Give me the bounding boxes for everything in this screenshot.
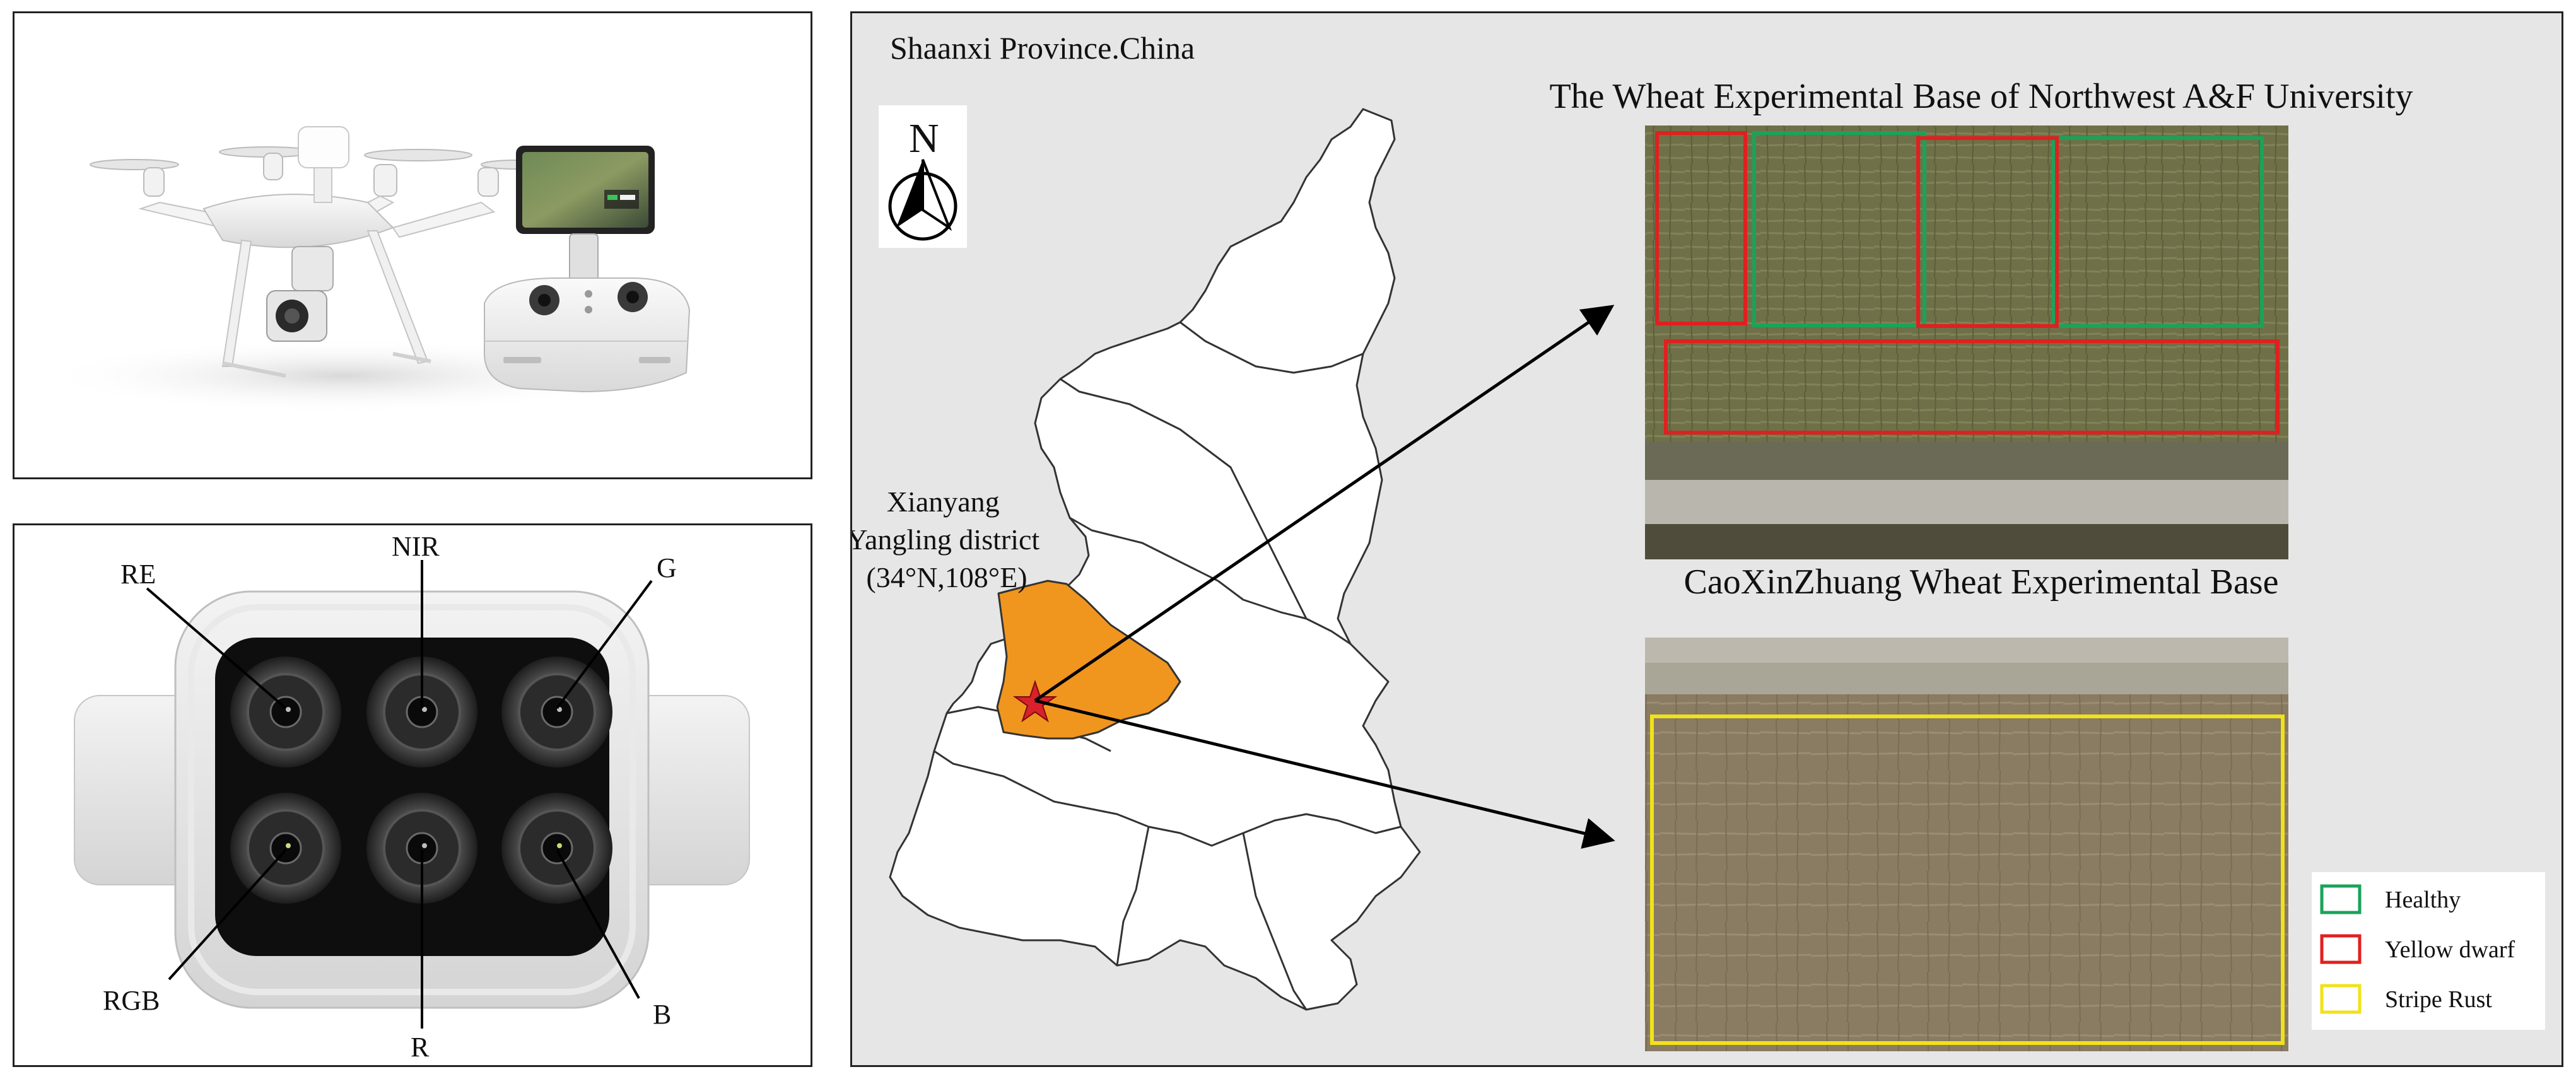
label-b: B <box>653 999 671 1030</box>
site1-title: The Wheat Experimental Base of Northwest… <box>1549 77 2413 116</box>
drone-illustration <box>40 126 691 414</box>
drone <box>90 126 551 378</box>
label-nir: NIR <box>392 531 440 562</box>
site1-aerial-image <box>1645 125 2288 559</box>
arrow-to-site1 <box>1034 305 1615 703</box>
drone-body <box>202 194 394 248</box>
map-panel: Shaanxi Province.China N <box>850 11 2563 1067</box>
remote-controller <box>484 146 691 393</box>
lens-b-icon <box>501 793 612 904</box>
label-re: RE <box>120 559 156 590</box>
plot-stripe-rust <box>1650 714 2285 1045</box>
legend-label-healthy: Healthy <box>2385 887 2461 913</box>
north-arrow-icon: N <box>879 105 967 248</box>
leader-lines <box>146 560 653 1029</box>
camera-panel: RE NIR G RGB R B <box>13 523 812 1067</box>
location-line1: Xianyang <box>887 486 1000 518</box>
location-line3: (34°N,108°E) <box>866 561 1027 593</box>
region-label: Shaanxi Province.China <box>890 30 1195 66</box>
plot-healthy <box>2052 136 2264 328</box>
propeller <box>90 159 179 170</box>
propeller <box>364 149 472 161</box>
multispectral-camera: RE NIR G RGB R B <box>74 531 750 1063</box>
plot-healthy <box>1752 131 1926 327</box>
legend-label-stripe-rust: Stripe Rust <box>2385 986 2492 1013</box>
site2-aerial-image <box>1645 638 2288 1051</box>
label-rgb: RGB <box>103 985 160 1016</box>
legend-label-yellow-dwarf: Yellow dwarf <box>2385 936 2515 963</box>
lens-g-icon <box>501 656 612 767</box>
north-label: N <box>909 115 939 161</box>
arrow-to-site2 <box>1034 699 1615 849</box>
lens-rgb-icon <box>230 793 341 904</box>
location-line2: Yangling district <box>852 523 1039 556</box>
lens-r-icon <box>366 793 477 904</box>
site2-title: CaoXinZhuang Wheat Experimental Base <box>1684 563 2279 602</box>
study-area-map: Shaanxi Province.China N <box>852 30 2545 1051</box>
label-r: R <box>411 1032 430 1063</box>
lens-nir-icon <box>366 656 477 767</box>
legend-swatch-stripe-rust <box>2320 984 2362 1014</box>
legend: Healthy Yellow dwarf Stripe Rust <box>2312 872 2545 1030</box>
legend-swatch-healthy <box>2320 884 2362 914</box>
location-label: Xianyang Yangling district (34°N,108°E) <box>852 486 1047 593</box>
shaanxi-map <box>889 108 1421 1011</box>
label-g: G <box>657 552 677 583</box>
legend-swatch-yellow-dwarf <box>2320 934 2362 964</box>
drone-panel <box>13 11 812 479</box>
plot-yellow-dwarf <box>1655 131 1747 325</box>
plot-yellow-dwarf <box>1664 339 2280 435</box>
plot-yellow-dwarf <box>1916 136 2059 328</box>
province-outline <box>889 108 1421 1011</box>
